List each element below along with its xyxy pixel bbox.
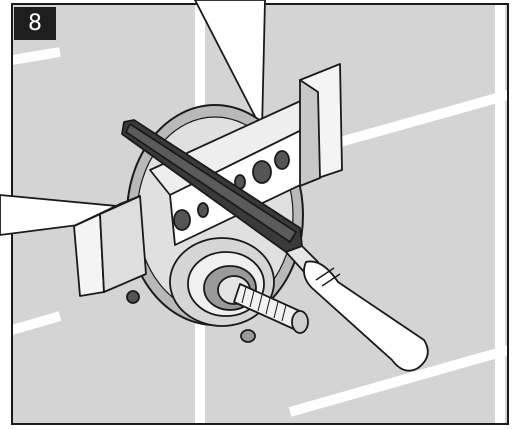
hand-file-icon bbox=[121, 119, 429, 372]
step-number-badge: 8 bbox=[14, 7, 56, 40]
callout-pointer-icon bbox=[0, 0, 266, 236]
